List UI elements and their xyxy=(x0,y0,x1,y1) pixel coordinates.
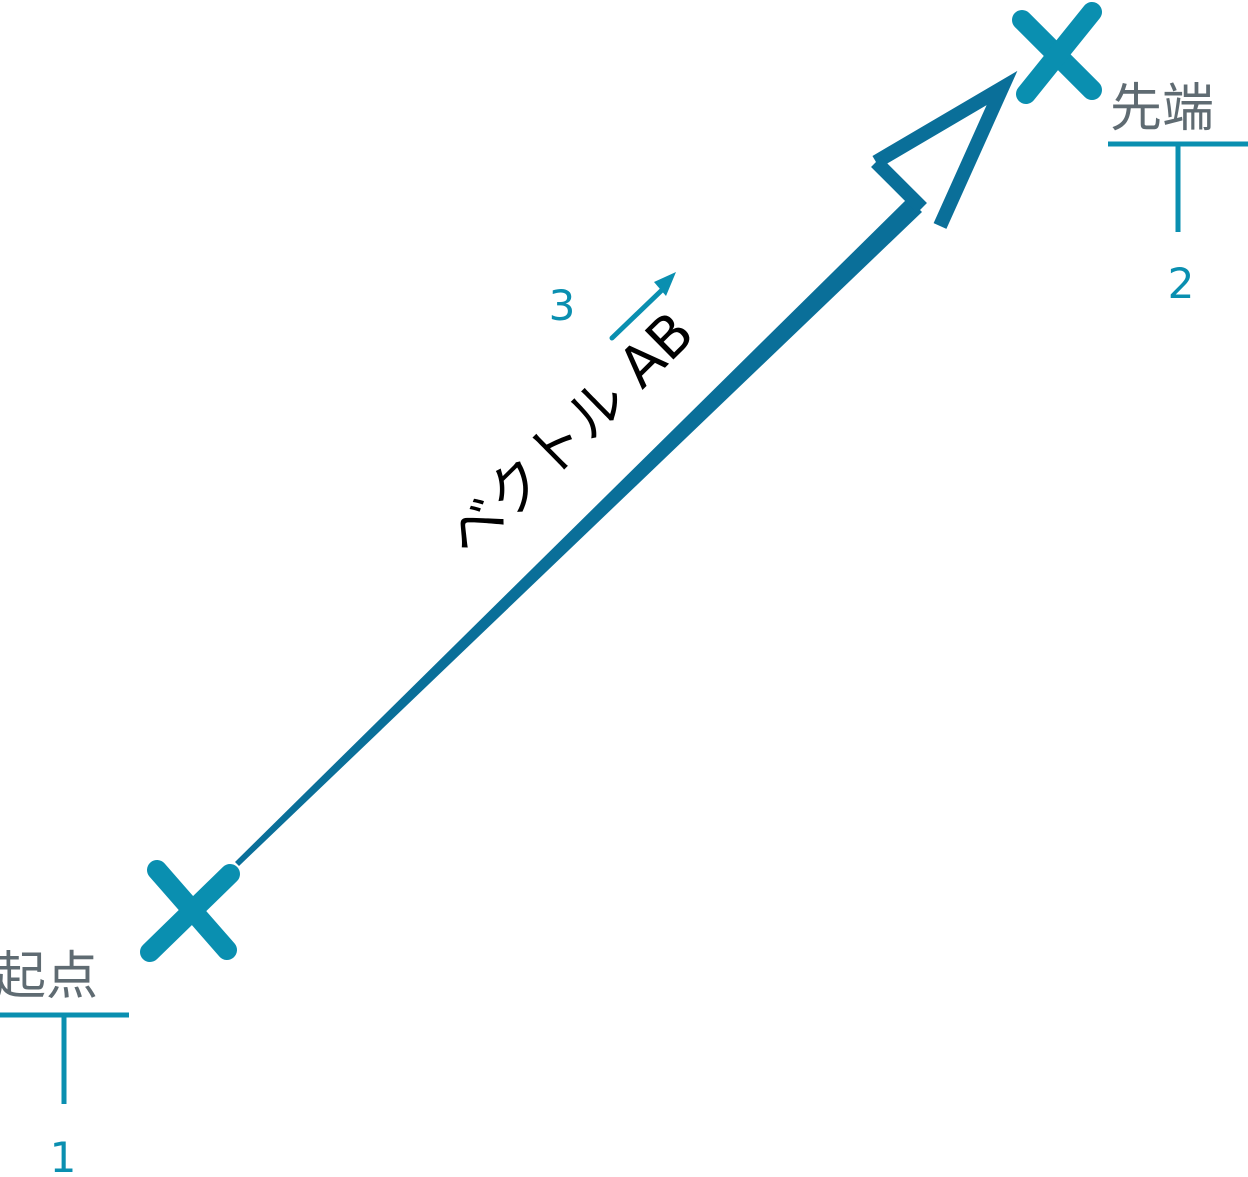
direction-indicator: 3 xyxy=(549,272,676,341)
vector-shaft xyxy=(235,198,922,866)
end-point-marker xyxy=(1012,2,1102,104)
start-point-marker xyxy=(140,860,240,962)
direction-callout-number: 3 xyxy=(549,281,576,330)
vector-label: ベクトル AB xyxy=(434,300,706,570)
vector-arrowhead xyxy=(872,70,1018,229)
start-point-label: 起点 xyxy=(0,947,98,1007)
arrow-up-right-icon xyxy=(609,272,676,341)
vector-arrowhead-inner xyxy=(871,157,927,213)
end-point-label: 先端 xyxy=(1110,79,1214,139)
end-point-callout: 先端 2 xyxy=(1108,79,1248,308)
end-callout-number: 2 xyxy=(1168,259,1195,308)
start-point-callout: 起点 1 xyxy=(0,947,129,1177)
start-callout-number: 1 xyxy=(50,1133,77,1177)
